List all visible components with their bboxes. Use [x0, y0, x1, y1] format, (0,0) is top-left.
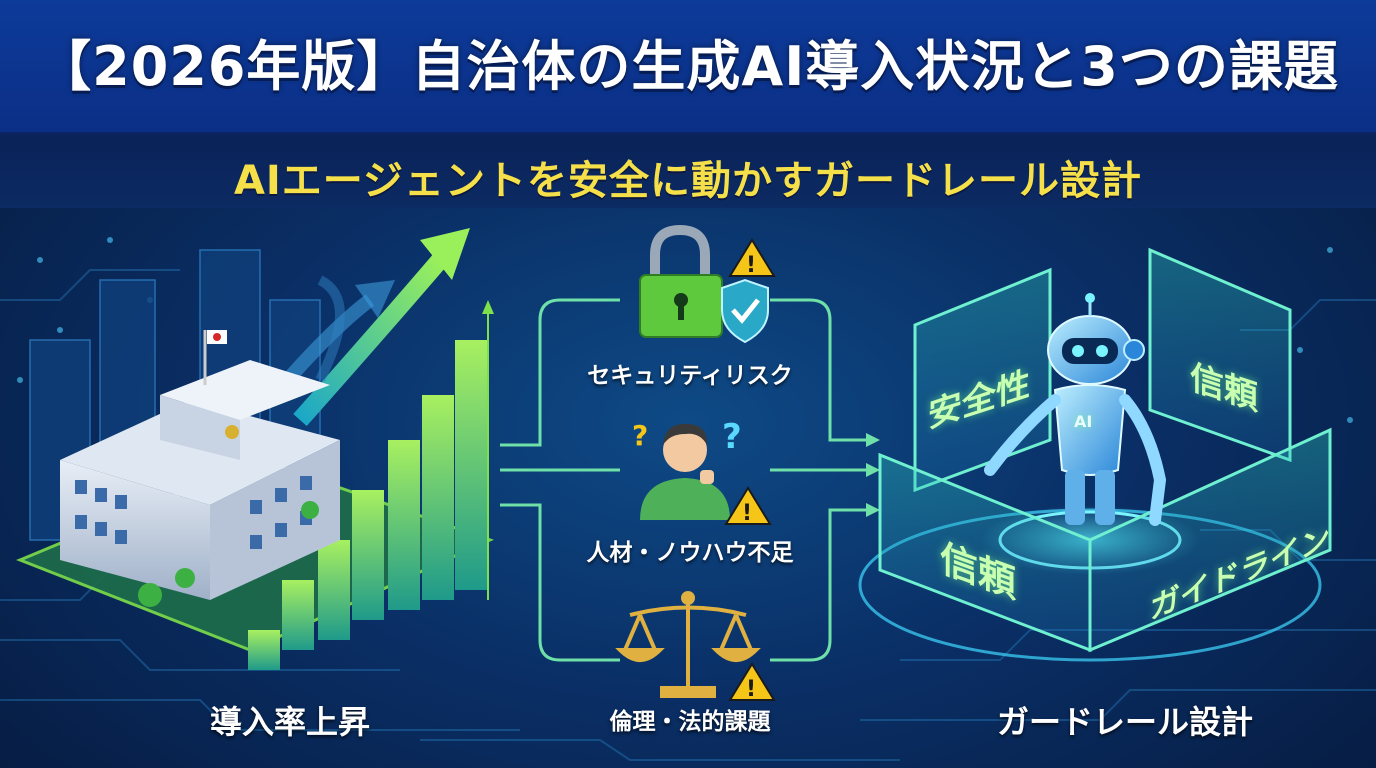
city-hall-building — [60, 330, 340, 607]
growth-bar-chart — [248, 300, 494, 670]
connector-arrowheads — [866, 433, 880, 517]
guardrail-design-label: ガードレール設計 — [996, 703, 1253, 741]
challenge-label-security: セキュリティリスク — [587, 363, 793, 389]
robot-badge: AI — [1074, 412, 1093, 431]
scales-icon — [615, 591, 761, 698]
adoption-rate-label: 導入率上昇 — [209, 703, 370, 741]
page-title: 【2026年版】自治体の生成AI導入状況と3つの課題 — [37, 35, 1339, 98]
warning-icon: ! — [724, 486, 772, 526]
svg-text:!: ! — [746, 677, 756, 702]
title-banner — [0, 0, 1376, 134]
network-nodes — [17, 237, 1353, 423]
subtitle-banner — [0, 134, 1376, 208]
challenge-label-talent: 人材・ノウハウ不足 — [586, 540, 794, 566]
svg-text:?: ? — [632, 419, 648, 452]
confused-person-icon: ? ? — [632, 417, 742, 520]
svg-text:!: ! — [746, 253, 756, 278]
page-subtitle: AIエージェントを安全に動かすガードレール設計 — [233, 158, 1143, 204]
warning-icon: ! — [728, 662, 776, 702]
ai-robot — [984, 293, 1167, 526]
challenge-label-ethics: 倫理・法的課題 — [609, 709, 771, 735]
padlock-shield-icon — [639, 224, 769, 344]
flow-connectors — [500, 298, 870, 662]
warning-icon: ! — [728, 238, 776, 278]
svg-text:?: ? — [722, 417, 742, 457]
svg-text:!: ! — [742, 501, 752, 526]
